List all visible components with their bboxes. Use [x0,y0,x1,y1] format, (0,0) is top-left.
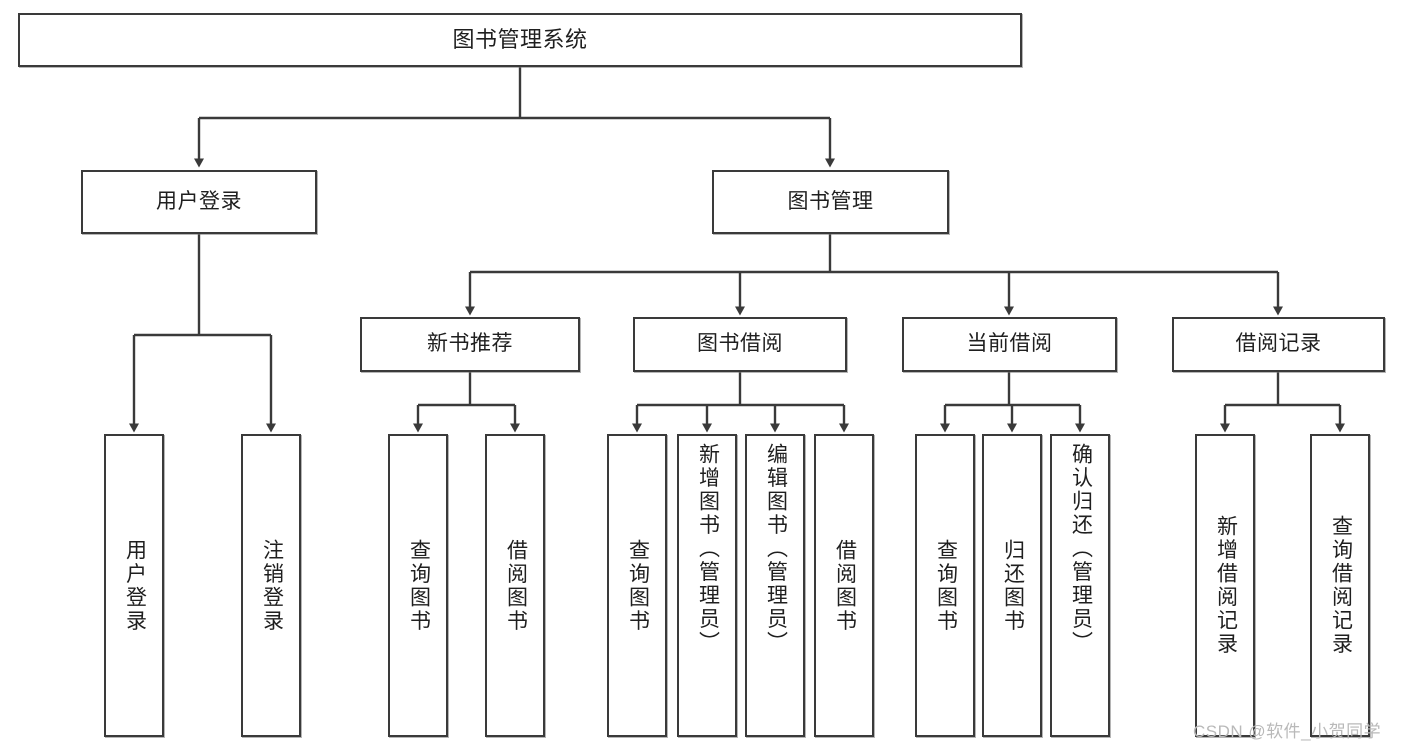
node-leaf-query-borrow-record-label: 查询借阅记录 [1329,515,1353,656]
node-leaf-borrow-books-new[interactable]: 借阅图书 [485,434,545,737]
node-book-management[interactable]: 图书管理 [712,170,949,234]
node-leaf-edit-book-admin[interactable]: 编辑图书（管理员） [745,434,805,737]
node-leaf-logout-label: 注销登录 [260,538,284,633]
node-borrow-records[interactable]: 借阅记录 [1172,317,1385,372]
node-leaf-edit-book-admin-label: 编辑图书（管理员） [764,443,788,655]
node-leaf-logout[interactable]: 注销登录 [241,434,301,737]
node-book-borrow-label: 图书借阅 [697,332,783,356]
node-user-login-label: 用户登录 [156,189,242,213]
node-book-management-label: 图书管理 [787,189,874,213]
node-leaf-query-books-borrow[interactable]: 查询图书 [607,434,667,737]
node-leaf-borrow-books[interactable]: 借阅图书 [814,434,874,737]
node-leaf-confirm-return-admin-label: 确认归还（管理员） [1069,443,1093,655]
node-current-borrow[interactable]: 当前借阅 [902,317,1117,372]
node-leaf-user-login-label: 用户登录 [123,538,147,633]
node-leaf-borrow-books-label: 借阅图书 [833,538,857,633]
node-leaf-add-borrow-record-label: 新增借阅记录 [1214,515,1238,656]
node-leaf-return-books[interactable]: 归还图书 [982,434,1042,737]
node-leaf-query-books-borrow-label: 查询图书 [626,538,650,633]
node-new-book-recommend-label: 新书推荐 [427,332,513,356]
node-new-book-recommend[interactable]: 新书推荐 [360,317,580,372]
node-borrow-records-label: 借阅记录 [1235,332,1322,356]
node-book-borrow[interactable]: 图书借阅 [633,317,847,372]
node-leaf-query-books-new[interactable]: 查询图书 [388,434,448,737]
node-root-label: 图书管理系统 [452,27,588,53]
watermark-text: CSDN @软件_小贺同学 [1193,722,1382,741]
node-root[interactable]: 图书管理系统 [18,13,1022,67]
node-leaf-add-book-admin-label: 新增图书（管理员） [696,443,720,655]
node-leaf-add-borrow-record[interactable]: 新增借阅记录 [1195,434,1255,737]
node-leaf-confirm-return-admin[interactable]: 确认归还（管理员） [1050,434,1110,737]
node-leaf-user-login[interactable]: 用户登录 [104,434,164,737]
node-current-borrow-label: 当前借阅 [966,332,1053,356]
node-leaf-query-borrow-record[interactable]: 查询借阅记录 [1310,434,1370,737]
node-leaf-query-books-new-label: 查询图书 [407,538,431,633]
node-leaf-query-books-current[interactable]: 查询图书 [915,434,975,737]
node-leaf-borrow-books-new-label: 借阅图书 [504,538,528,633]
node-leaf-add-book-admin[interactable]: 新增图书（管理员） [677,434,737,737]
node-leaf-query-books-current-label: 查询图书 [934,538,958,633]
node-user-login[interactable]: 用户登录 [81,170,317,234]
node-leaf-return-books-label: 归还图书 [1001,538,1025,633]
